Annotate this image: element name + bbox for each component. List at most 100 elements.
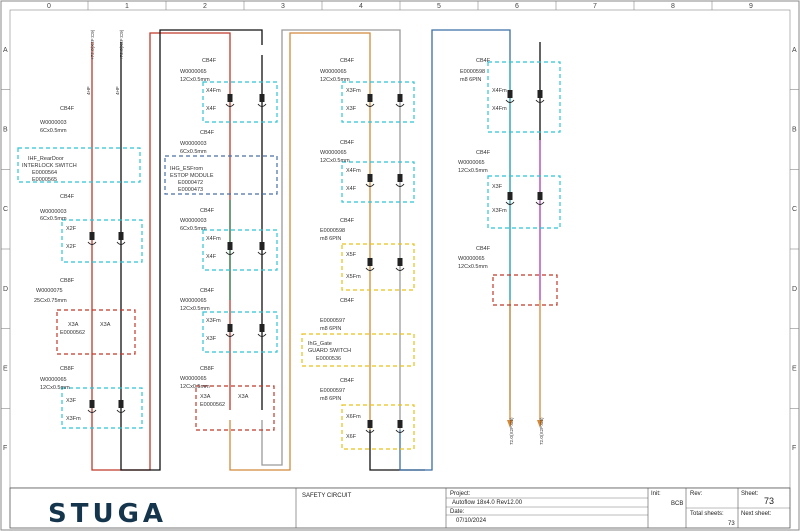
cable-id: W0000003	[40, 209, 67, 215]
grid-row-label: A	[792, 47, 797, 54]
conn-label: X5Fm	[346, 274, 361, 280]
connector-socket	[225, 333, 235, 337]
box-x4f-col4	[487, 61, 561, 133]
cable-tag: CB4F	[340, 58, 355, 64]
cable-tag: CB8F	[60, 278, 75, 284]
connector-pin	[397, 174, 403, 182]
grid-row-label: C	[792, 206, 797, 213]
cable-spec: m8 6PIN	[460, 77, 481, 83]
grid-row-label: F	[3, 445, 7, 452]
grid-row-label: B	[792, 127, 797, 134]
cable-id: W0000065	[458, 256, 485, 262]
connector-socket	[365, 103, 375, 107]
conn-label: X4F	[206, 254, 217, 260]
conn-label: X3Fm	[66, 416, 81, 422]
connector-pin	[118, 232, 124, 240]
stuga-logo: STUGA	[48, 499, 163, 529]
total-sheets-value: 73	[728, 521, 735, 527]
cable-tag: CB4F	[200, 208, 215, 214]
cable-tag: CB4F	[60, 106, 75, 112]
connector-socket	[257, 103, 267, 107]
cable-spec: 12Cx0.5mm	[40, 385, 70, 391]
cable-tag: CB4F	[340, 140, 355, 146]
cable-spec: m8 6PIN	[320, 326, 341, 332]
relay-id: E0000562	[200, 402, 225, 408]
switch-desc: INTERLOCK SWITCH	[22, 163, 77, 169]
box-output-red	[492, 274, 558, 306]
conn-label: X3Fm	[206, 318, 221, 324]
cable-spec: 25Cx0.75mm	[34, 298, 67, 304]
conn-label: X2F	[66, 244, 77, 250]
connector-socket	[395, 429, 405, 433]
cable-spec: 6Cx0.5mm	[180, 226, 207, 232]
cable-tag: CB4F	[200, 130, 215, 136]
estop-desc: ESTOP MODULE	[170, 173, 214, 179]
cable-id: W0000065	[320, 69, 347, 75]
cable-spec: 12Cx0.5mm	[180, 306, 210, 312]
conn-label: X4Fm	[206, 236, 221, 242]
box-x4f-col3	[341, 161, 415, 203]
date-value: 07/10/2024	[456, 518, 487, 524]
conn-label: X4Fm	[492, 88, 507, 94]
cable-tag: CB8F	[200, 366, 215, 372]
box-gate	[301, 333, 415, 367]
box-x3a-relay-col2	[195, 385, 275, 431]
sheet-number: 73	[764, 496, 774, 506]
grid-column-label: 6	[515, 3, 519, 10]
grid-column-label: 7	[593, 3, 597, 10]
connector-pin	[397, 258, 403, 266]
relay-label: X3A	[200, 394, 211, 400]
grid-row-label: C	[3, 206, 8, 213]
cable-spec: m8 6PIN	[320, 396, 341, 402]
grid-column-label: 5	[437, 3, 441, 10]
grid-column-label: 2	[203, 3, 207, 10]
box-interlock-switch	[17, 147, 141, 183]
connector-pin	[507, 192, 513, 200]
project-name: Autoflow 18x4.0 Rev12.00	[452, 500, 523, 506]
conn-label: X3F	[492, 184, 503, 190]
relay-id: E0000562	[60, 330, 85, 336]
conn-label: X4F	[346, 186, 357, 192]
component-boxes	[17, 61, 561, 450]
cable-tag: CB4F	[476, 150, 491, 156]
connector-pin	[367, 258, 373, 266]
relay-label: X3A	[100, 322, 111, 328]
connector-pin	[89, 400, 95, 408]
next-sheet-label: Next sheet:	[741, 511, 772, 517]
cable-id: E0000598	[320, 228, 345, 234]
grid-row-label: B	[3, 127, 8, 134]
sheet-title: SAFETY CIRCUIT	[302, 493, 352, 499]
connector-pin	[259, 242, 265, 250]
box-x2f	[61, 219, 143, 263]
cable-tag: CB4F	[200, 288, 215, 294]
wire-label-4hf: 4HF	[86, 86, 91, 95]
connector-pin	[227, 242, 233, 250]
connector-socket	[395, 183, 405, 187]
box-estop	[164, 155, 278, 195]
connector-socket	[87, 409, 97, 413]
cable-spec: m8 6PIN	[320, 236, 341, 242]
relay-label: X3A	[238, 394, 249, 400]
conn-label: X4Fm	[206, 88, 221, 94]
grid-row-label: A	[3, 47, 8, 54]
connector-socket	[116, 241, 126, 245]
grid-row-label: E	[3, 366, 8, 373]
cable-tag: CB4F	[476, 58, 491, 64]
cable-id: W0000065	[180, 69, 207, 75]
cable-tag: CB4F	[340, 218, 355, 224]
cable-spec: 12Cx0.5mm	[320, 77, 350, 83]
connector-socket	[365, 429, 375, 433]
box-x3f	[61, 387, 143, 429]
cable-id: W0000065	[40, 377, 67, 383]
cable-id: W0000003	[40, 120, 67, 126]
connector-socket	[535, 201, 545, 205]
cable-spec: 12Cx0.5mm	[458, 168, 488, 174]
estop-part-1: E0000472	[178, 180, 203, 186]
grid-column-label: 0	[47, 3, 51, 10]
connector-socket	[535, 99, 545, 103]
cable-tag: CB4F	[202, 58, 217, 64]
grid-column-label: 4	[359, 3, 363, 10]
